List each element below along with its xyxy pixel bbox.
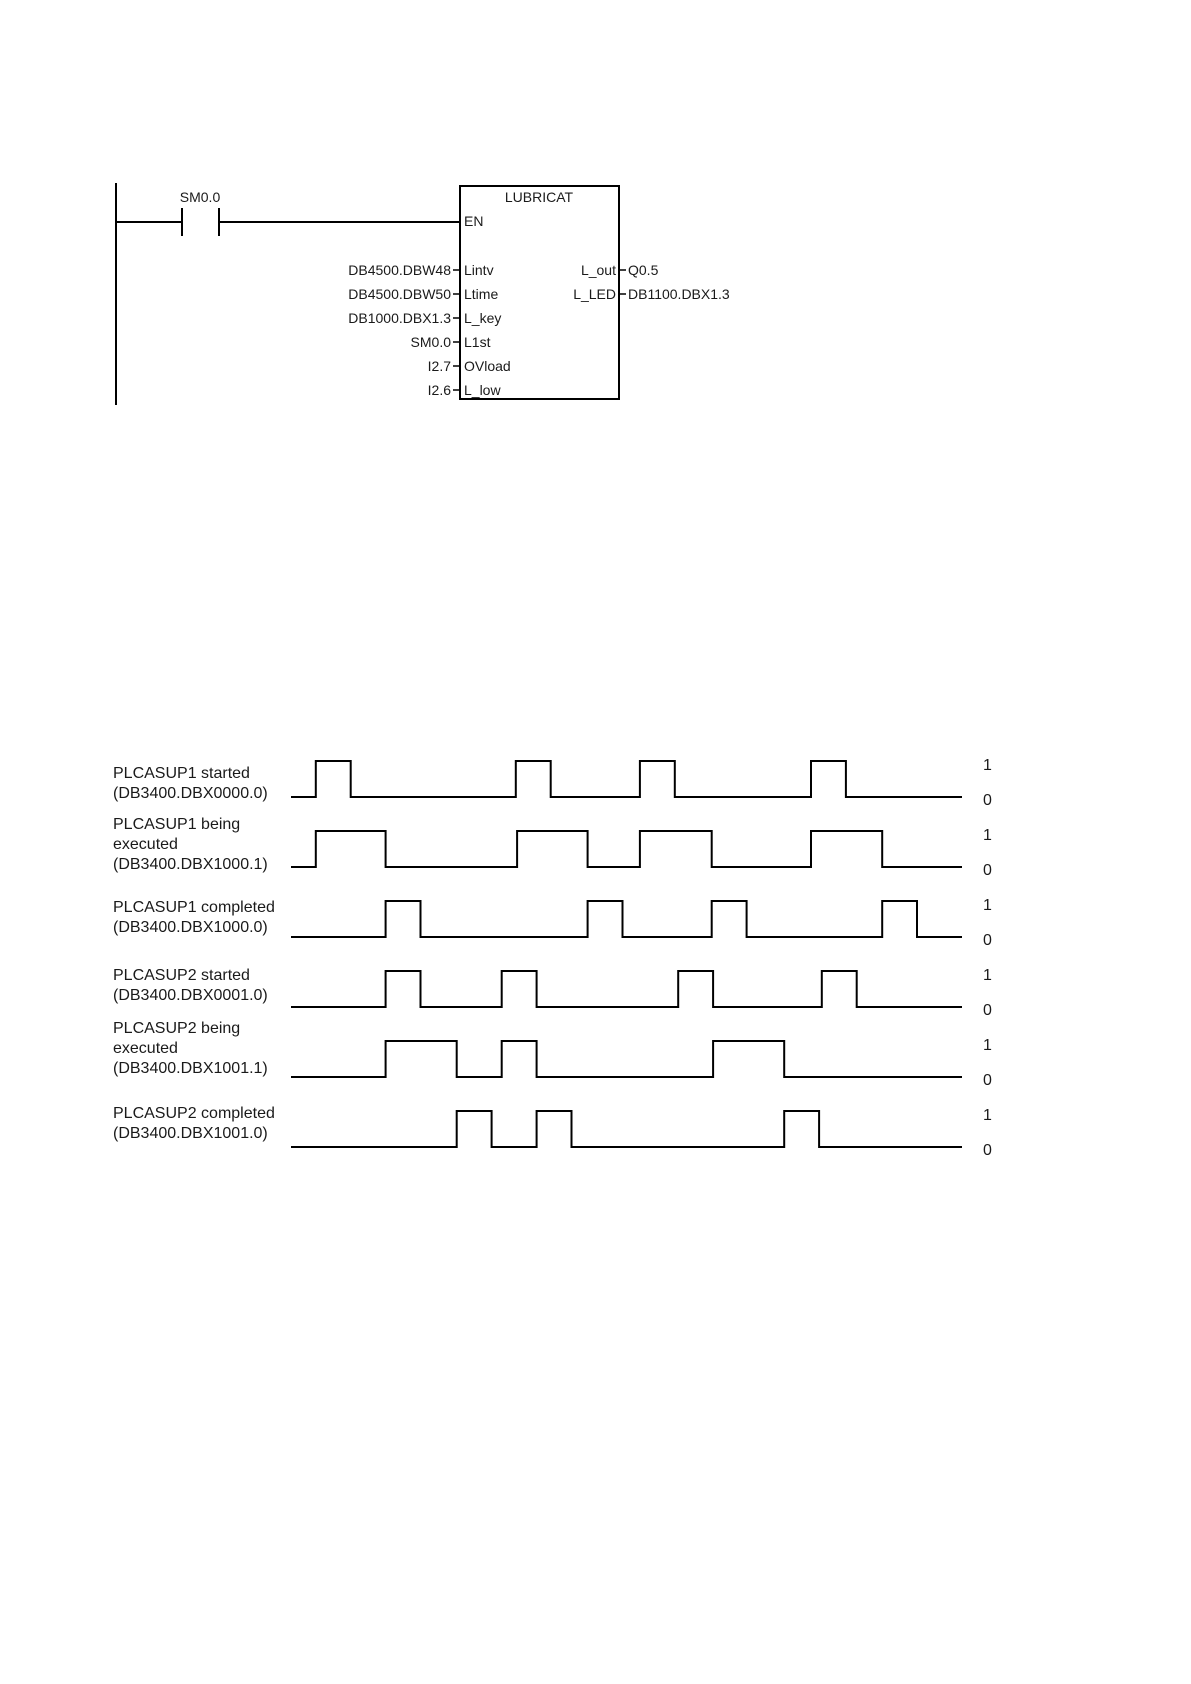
signal-label: PLCASUP1 being [113, 816, 240, 833]
signal-row: PLCASUP1 started (DB3400.DBX0000.0) 1 0 [113, 757, 992, 809]
input-pin-label: OVload [464, 358, 511, 374]
input-pin-label: L_low [464, 382, 501, 398]
block-inputs: DB4500.DBW48 Lintv DB4500.DBW50 Ltime DB… [348, 262, 510, 398]
contact-label: SM0.0 [180, 189, 221, 205]
level-high-label: 1 [983, 827, 992, 844]
level-high-label: 1 [983, 1107, 992, 1124]
signal-waveform [291, 1040, 962, 1078]
input-pin-row: I2.6 L_low [428, 382, 502, 398]
input-pin-row: SM0.0 L1st [411, 334, 491, 350]
output-pin-label: L_LED [573, 286, 616, 302]
input-pin-label: Lintv [464, 262, 494, 278]
level-high-label: 1 [983, 967, 992, 984]
input-pin-row: I2.7 OVload [428, 358, 511, 374]
input-pin-row: DB4500.DBW48 Lintv [348, 262, 493, 278]
signal-label: PLCASUP2 started [113, 967, 250, 984]
level-high-label: 1 [983, 897, 992, 914]
level-low-label: 0 [983, 1002, 992, 1019]
signal-row: PLCASUP1 completed (DB3400.DBX1000.0) 1 0 [113, 897, 992, 949]
signal-label: (DB3400.DBX1000.1) [113, 856, 268, 873]
level-high-label: 1 [983, 1037, 992, 1054]
input-pin-row: DB4500.DBW50 Ltime [348, 286, 498, 302]
signal-row: PLCASUP1 being executed (DB3400.DBX1000.1)… [113, 816, 992, 879]
timing-diagram: PLCASUP1 started(DB3400.DBX0000.0)10PLCA… [113, 757, 992, 1159]
signal-label: PLCASUP1 completed [113, 899, 275, 916]
output-operand: DB1100.DBX1.3 [628, 286, 730, 302]
signal-label: PLCASUP2 being [113, 1020, 240, 1037]
enable-pin-label: EN [464, 213, 483, 229]
input-operand: I2.7 [428, 358, 452, 374]
input-operand: SM0.0 [411, 334, 452, 350]
signal-label: PLCASUP1 started [113, 765, 250, 782]
signal-row: PLCASUP2 started (DB3400.DBX0001.0) 1 0 [113, 967, 992, 1019]
function-block-name: LUBRICAT [505, 189, 574, 205]
output-pin-row: L_out Q0.5 [581, 262, 659, 278]
signal-waveform [291, 830, 962, 868]
contact-sm0-0[interactable] [181, 208, 220, 236]
signal-waveform [291, 970, 962, 1008]
signal-label: executed [113, 1040, 178, 1057]
ladder-diagram: SM0.0 LUBRICAT EN DB4500.DBW48 Lintv DB4… [115, 183, 730, 405]
signal-label: (DB3400.DBX1001.0) [113, 1125, 268, 1142]
signal-label: executed [113, 836, 178, 853]
signal-row: PLCASUP2 completed (DB3400.DBX1001.0) 1 0 [113, 1105, 992, 1159]
input-operand: I2.6 [428, 382, 452, 398]
block-outputs: L_out Q0.5 L_LED DB1100.DBX1.3 [573, 262, 730, 302]
input-pin-row: DB1000.DBX1.3 L_key [348, 310, 501, 326]
input-pin-label: L1st [464, 334, 491, 350]
signal-waveform [291, 900, 962, 938]
level-low-label: 0 [983, 1072, 992, 1089]
input-operand: DB1000.DBX1.3 [348, 310, 451, 326]
input-pin-label: Ltime [464, 286, 498, 302]
signal-row: PLCASUP2 being executed (DB3400.DBX1001.1)… [113, 1020, 992, 1089]
level-low-label: 0 [983, 862, 992, 879]
signal-waveform [291, 760, 962, 798]
level-low-label: 0 [983, 792, 992, 809]
level-low-label: 0 [983, 1142, 992, 1159]
output-operand: Q0.5 [628, 262, 659, 278]
signal-label: (DB3400.DBX0000.0) [113, 785, 268, 802]
output-pin-label: L_out [581, 262, 616, 278]
input-operand: DB4500.DBW50 [348, 286, 451, 302]
level-high-label: 1 [983, 757, 992, 774]
signal-label: (DB3400.DBX1001.1) [113, 1060, 268, 1077]
signal-label: (DB3400.DBX1000.0) [113, 919, 268, 936]
signal-label: PLCASUP2 completed [113, 1105, 275, 1122]
function-block-box[interactable] [459, 185, 620, 400]
signal-label: (DB3400.DBX0001.0) [113, 987, 268, 1004]
signal-waveform [291, 1110, 962, 1148]
input-operand: DB4500.DBW48 [348, 262, 451, 278]
level-low-label: 0 [983, 932, 992, 949]
input-pin-label: L_key [464, 310, 501, 326]
output-pin-row: L_LED DB1100.DBX1.3 [573, 286, 730, 302]
